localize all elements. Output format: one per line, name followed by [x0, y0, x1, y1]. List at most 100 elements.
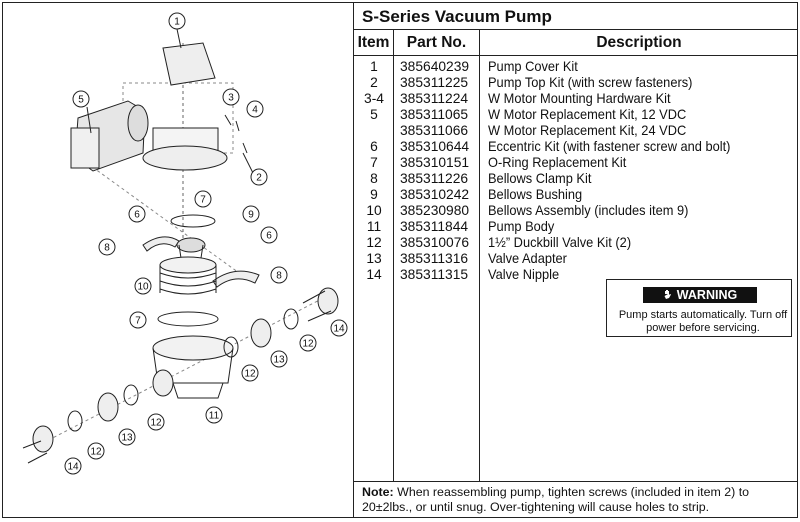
row-item: 14 — [366, 267, 382, 282]
row-desc: Bellows Bushing — [488, 187, 583, 202]
svg-text:2: 2 — [256, 173, 262, 184]
exploded-diagram: 1 2 3 4 5 6 6 7 7 8 8 9 10 11 12 12 12 1… — [3, 3, 353, 517]
row-part: 385311226 — [400, 171, 469, 186]
callout-12a — [299, 334, 317, 352]
callout-13b — [118, 428, 136, 446]
row-part: 385310644 — [400, 139, 470, 154]
callout-12c — [147, 413, 165, 431]
callout-7a — [194, 190, 212, 208]
row-item: 10 — [366, 203, 382, 218]
note-label: Note: — [362, 485, 394, 499]
row-item: 9 — [370, 187, 378, 202]
header-item: Item — [354, 30, 394, 56]
svg-text:4: 4 — [252, 105, 258, 116]
parts-table-panel: S-Series Vacuum Pump Item Part No. Descr… — [353, 3, 798, 517]
table-row: 13 385311316 Valve Adapter — [354, 251, 798, 267]
row-item: 5 — [370, 107, 378, 122]
table-row: 11 385311844 Pump Body — [354, 219, 798, 235]
svg-text:12: 12 — [302, 339, 314, 350]
svg-text:6: 6 — [266, 231, 272, 242]
row-item: 8 — [370, 171, 378, 186]
svg-text:14: 14 — [67, 462, 79, 473]
row-desc: W Motor Replacement Kit, 12 VDC — [488, 107, 687, 122]
callout-12d — [87, 442, 105, 460]
row-desc: O-Ring Replacement Kit — [488, 155, 627, 170]
row-desc: Valve Adapter — [488, 251, 567, 266]
svg-text:12: 12 — [150, 418, 162, 429]
callout-5 — [72, 90, 90, 108]
svg-text:9: 9 — [248, 210, 254, 221]
row-item: 6 — [370, 139, 378, 154]
row-desc: Bellows Assembly (includes item 9) — [488, 203, 689, 218]
hand-stop-icon — [664, 290, 671, 299]
warning-text: Pump starts automatically. Turn off powe… — [618, 309, 788, 334]
callout-14a — [330, 319, 348, 337]
row-desc: Pump Body — [488, 219, 555, 234]
callout-10 — [134, 277, 152, 295]
svg-text:11: 11 — [209, 411, 220, 422]
row-part: 385310242 — [400, 187, 470, 202]
callout-12b — [241, 364, 259, 382]
callout-1 — [168, 12, 186, 30]
callout-11 — [205, 406, 223, 424]
callout-8a — [98, 238, 116, 256]
svg-text:13: 13 — [273, 355, 285, 366]
callout-9 — [242, 205, 260, 223]
header-description: Description — [480, 30, 798, 56]
row-part: 385310151 — [400, 155, 470, 170]
svg-text:12: 12 — [90, 447, 102, 458]
row-part: 385230980 — [400, 203, 470, 218]
svg-text:14: 14 — [333, 324, 345, 335]
row-item: 2 — [370, 75, 378, 90]
row-item: 7 — [370, 155, 378, 170]
callout-6b — [260, 226, 278, 244]
callout-4 — [246, 100, 264, 118]
header-part-no: Part No. — [394, 30, 480, 56]
row-part: 385311316 — [400, 251, 469, 266]
row-item: 11 — [366, 219, 382, 234]
row-part: 385311844 — [400, 219, 469, 234]
svg-text:3: 3 — [228, 93, 234, 104]
callout-3 — [222, 88, 240, 106]
row-desc: Pump Top Kit (with screw fasteners) — [488, 75, 693, 90]
row-desc: Valve Nipple — [488, 267, 560, 282]
warning-badge: WARNING — [643, 287, 757, 303]
callout-8b — [270, 266, 288, 284]
row-desc: Pump Cover Kit — [488, 59, 578, 74]
row-part: 385311225 — [400, 75, 469, 90]
row-item: 12 — [366, 235, 382, 250]
table-title: S-Series Vacuum Pump — [354, 3, 798, 30]
callout-7b — [129, 311, 147, 329]
row-item: 13 — [366, 251, 382, 266]
callout-2 — [250, 168, 268, 186]
callout-14b — [64, 457, 82, 475]
svg-text:8: 8 — [276, 271, 282, 282]
table-row: 10 385230980 Bellows Assembly (includes it… — [354, 203, 798, 219]
row-part: 385310076 — [400, 235, 470, 250]
row-part: 385311224 — [400, 91, 469, 106]
row-desc: 1½” Duckbill Valve Kit (2) — [488, 235, 632, 250]
item-column — [354, 56, 394, 481]
part-column — [394, 56, 480, 481]
row-part: 385311066 — [400, 123, 469, 138]
row-desc: Bellows Clamp Kit — [488, 171, 592, 186]
note-text: When reassembling pump, tighten screws (… — [362, 485, 750, 514]
row-item: 1 — [370, 59, 378, 74]
table-row: 2 385311225 Pump Top Kit (with screw faste… — [354, 75, 798, 91]
exploded-view-drawing: 1 2 3 4 5 6 6 7 7 8 8 9 10 11 12 12 12 1… — [22, 12, 348, 475]
svg-text:10: 10 — [137, 282, 149, 293]
table-row: 7 385310151 O-Ring Replacement Kit — [354, 155, 798, 171]
svg-text:1: 1 — [174, 17, 180, 28]
warning-label: WARNING — [676, 288, 738, 302]
table-row: 9 385310242 Bellows Bushing — [354, 187, 798, 203]
svg-text:6: 6 — [134, 210, 140, 221]
callout-6a — [128, 205, 146, 223]
